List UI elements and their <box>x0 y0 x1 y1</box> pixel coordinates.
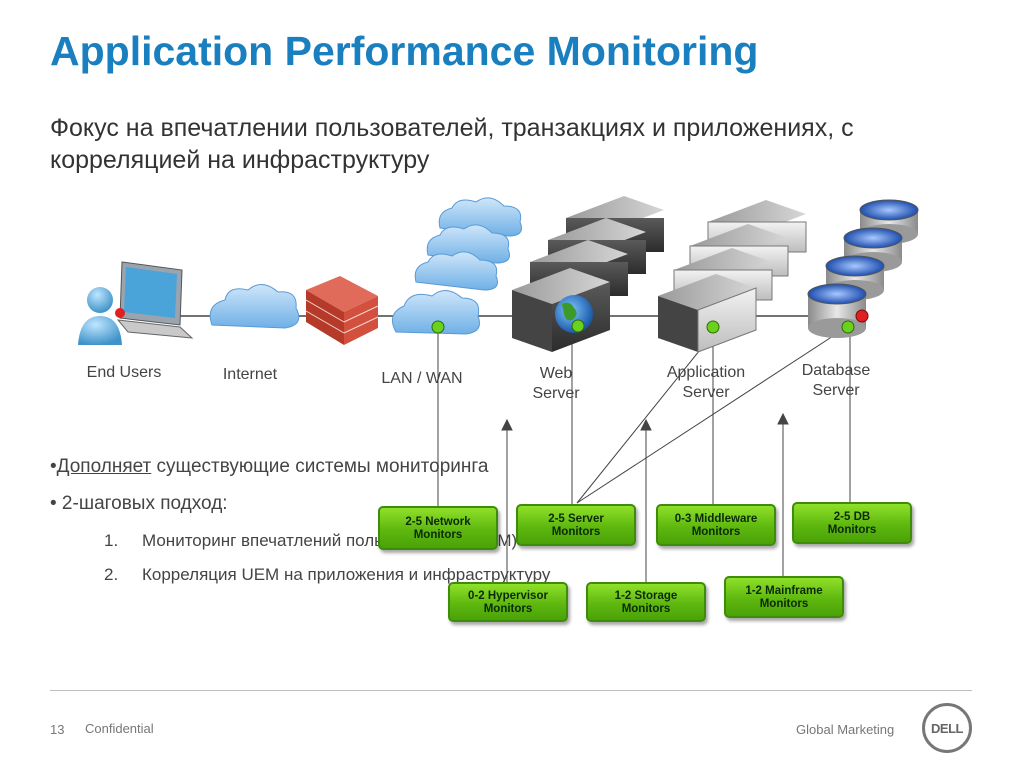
monitor-line1: 1-2 Mainframe <box>745 585 823 597</box>
lan-wan-cloud-icon <box>391 197 522 335</box>
application-server-icon <box>658 200 807 353</box>
monitor-line1: 2-5 Server <box>548 513 604 525</box>
monitor-line2: Monitors <box>691 526 741 538</box>
bullet-marker: • <box>50 456 57 477</box>
bullet-two-step: • 2-шаговых подход: <box>50 493 228 514</box>
database-server-icon <box>807 199 919 338</box>
monitor-line2: Monitors <box>827 524 877 536</box>
numbered-item-text: Корреляция UEM на приложения и инфрастру… <box>142 565 551 584</box>
web-server-label-line2: Server <box>532 385 580 402</box>
end-users-label: End Users <box>86 364 162 381</box>
monitor-line1: 0-2 Hypervisor <box>468 590 548 602</box>
monitor-line2: Monitors <box>621 603 671 615</box>
connector-lines <box>437 318 851 508</box>
database-server-label-line2: Server <box>812 382 860 399</box>
firewall-icon <box>305 276 379 345</box>
numbered-item-2: 2. Корреляция UEM на приложения и инфраст… <box>104 565 550 585</box>
numbered-item-number: 1. <box>104 531 119 550</box>
internet-label: Internet <box>222 366 278 383</box>
monitor-line2: Monitors <box>759 598 809 610</box>
dell-logo: DELL <box>922 703 972 753</box>
monitor-line1: 1-2 Storage <box>614 590 678 602</box>
web-server-icon <box>512 196 664 352</box>
monitor-line2: Monitors <box>413 529 463 541</box>
end-user-icon <box>78 261 194 345</box>
web-server-label-line1: Web <box>539 365 573 382</box>
page-number: 13 <box>50 722 65 737</box>
application-server-label: Application Server <box>646 363 766 403</box>
confidential-label: Confidential <box>85 721 154 736</box>
monitor-line1: 2-5 Network <box>405 516 471 528</box>
upward-arrows <box>501 412 789 588</box>
application-server-label-line2: Server <box>682 384 730 401</box>
monitor-line2: Monitors <box>483 603 533 615</box>
page-title: Application Performance Monitoring <box>50 28 759 74</box>
footer-divider <box>50 690 972 691</box>
page-subtitle: Фокус на впечатлении пользователей, тран… <box>50 114 854 174</box>
internet-cloud-icon <box>209 284 300 329</box>
monitor-line1: 0-3 Middleware <box>674 513 758 525</box>
database-server-label: Database Server <box>776 361 896 401</box>
database-server-label-line1: Database <box>801 362 871 379</box>
monitor-line1: 2-5 DB <box>833 511 871 523</box>
monitor-line2: Monitors <box>551 526 601 538</box>
lan-wan-label: LAN / WAN <box>381 370 463 387</box>
application-server-label-line1: Application <box>666 364 746 381</box>
bullet-underlined-word: Дополняет <box>56 456 152 477</box>
numbered-item-number: 2. <box>104 565 119 584</box>
web-server-label: Web Server <box>506 364 606 404</box>
bullet-complements: •Дополняет существующие системы монитори… <box>50 456 488 478</box>
global-marketing-label: Global Marketing <box>796 722 895 737</box>
bullet-rest: существующие системы мониторинга <box>151 456 489 477</box>
